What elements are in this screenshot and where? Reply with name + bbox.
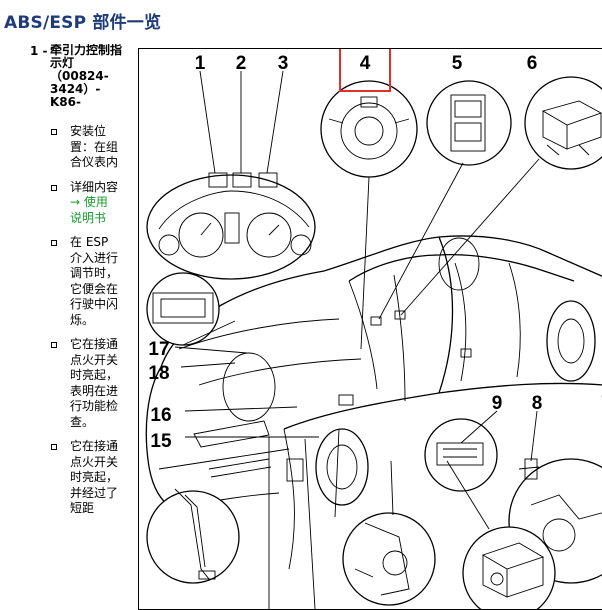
callout-number: 6 [527, 53, 538, 74]
esp-button-illustration [426, 80, 512, 166]
callout-number: 3 [278, 53, 289, 74]
bullet-text: 详细内容 [70, 179, 119, 194]
callout-number: 9 [492, 393, 503, 414]
list-item: 它在接通点火开关时亮起，并经过了短距 [0, 439, 130, 517]
list-item: 详细内容 → 使用说明书 [0, 180, 130, 227]
item-number: 1 - [30, 44, 48, 58]
bullet-text: 它在接通点火开关时亮起，表明在进行功能检查。 [70, 337, 119, 429]
bullet-list: 安装位置：在组合仪表内 详细内容 → 使用说明书 在 ESP 介入进行调节时，它… [0, 124, 130, 526]
bullet-text: 安装位置：在组合仪表内 [70, 124, 119, 169]
bullet-square-icon [51, 240, 57, 246]
callout-number: 4 [360, 53, 371, 74]
brake-pedal-illustration [146, 488, 240, 584]
page-title: ABS/ESP 部件一览 [4, 13, 162, 33]
callout-number: 5 [452, 53, 463, 74]
list-item: 在 ESP 介入进行调节时，它便会在行驶中闪烁。 [0, 235, 130, 328]
bullet-square-icon [51, 342, 57, 348]
callout-number: 8 [532, 393, 543, 414]
callout-number: 1 [195, 53, 206, 74]
bullet-text: 在 ESP 介入进行调节时，它便会在行驶中闪烁。 [70, 235, 119, 327]
item-description-column: 1 - 牵引力控制指示灯（00824-3424）-K86- 安装位置：在组合仪表… [0, 44, 130, 604]
instrument-cluster-illustration [146, 172, 316, 280]
connector-illustration [424, 418, 498, 492]
item-title: 牵引力控制指示灯（00824-3424）-K86- [50, 44, 123, 109]
highlight-box-item-4 [339, 49, 391, 92]
component-diagram: 1 2 3 4 5 6 7 8 9 15 16 17 18 [145, 49, 602, 609]
bullet-square-icon [51, 129, 57, 135]
manual-link[interactable]: → 使用说明书 [70, 195, 108, 225]
brake-sensor-illustration [342, 512, 436, 606]
switch-illustration [146, 272, 220, 346]
steering-angle-sensor-illustration [320, 80, 418, 178]
bullet-square-icon [51, 184, 57, 191]
hydraulic-unit-illustration [462, 526, 556, 609]
leader-lines [174, 70, 540, 609]
callout-number: 17 [148, 339, 169, 360]
callout-number: 16 [150, 405, 171, 426]
bullet-square-icon [51, 444, 57, 450]
callout-number: 2 [236, 53, 247, 74]
list-item: 安装位置：在组合仪表内 [0, 124, 130, 171]
callout-number: 18 [148, 363, 169, 384]
control-unit-illustration [524, 76, 602, 170]
bullet-text: 它在接通点火开关时亮起，并经过了短距 [70, 439, 119, 515]
component-diagram-frame: 1 2 3 4 5 6 7 8 9 15 16 17 18 [138, 48, 602, 610]
list-item: 它在接通点火开关时亮起，表明在进行功能检查。 [0, 337, 130, 430]
callout-number: 15 [150, 431, 172, 452]
